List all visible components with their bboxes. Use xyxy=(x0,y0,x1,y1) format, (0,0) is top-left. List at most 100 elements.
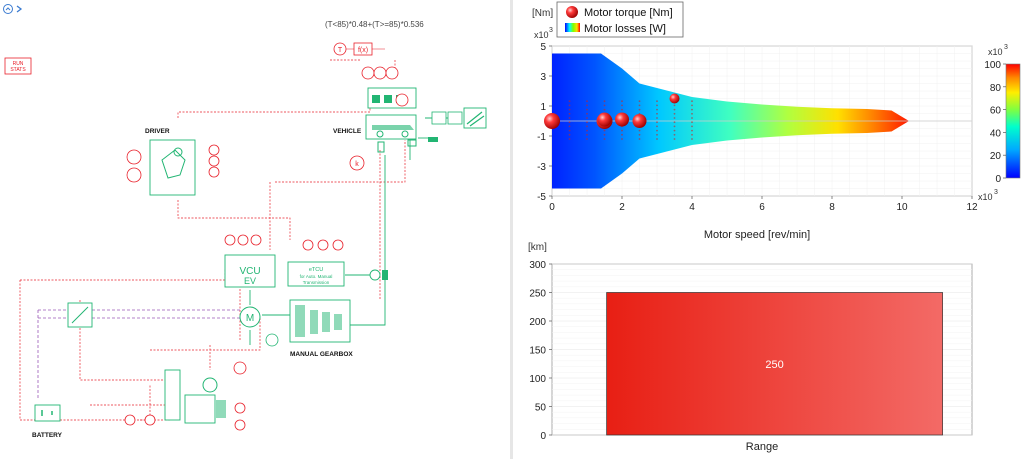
operating-point xyxy=(638,104,641,107)
formula-text: (T<85)*0.48+(T>=85)*0.536 xyxy=(325,20,424,29)
operating-point xyxy=(586,108,588,111)
y-tick-label: 3 xyxy=(540,72,546,83)
electric-motor[interactable]: M xyxy=(239,306,261,328)
range-bar-value: 250 xyxy=(765,359,783,371)
chevron-right-icon[interactable] xyxy=(16,5,23,13)
operating-point xyxy=(603,138,606,140)
operating-point xyxy=(691,100,693,103)
y-tick-label: 1 xyxy=(540,102,546,113)
road-environment-blocks[interactable] xyxy=(431,107,487,129)
operating-point xyxy=(673,121,676,124)
fx-block[interactable]: f(x) T xyxy=(333,42,385,56)
operating-point xyxy=(603,133,606,136)
colorbar-tick-label: 0 xyxy=(995,174,1001,185)
y-tick-label: -5 xyxy=(537,192,546,203)
operating-point xyxy=(586,117,588,119)
y-tick-label: 50 xyxy=(535,403,547,414)
operating-point xyxy=(586,121,588,124)
legend-torque: Motor torque [Nm] xyxy=(584,7,673,19)
torque-point xyxy=(669,93,680,104)
etcu-title: eTCU xyxy=(309,267,323,273)
y-tick-label: -1 xyxy=(537,132,546,143)
operating-point xyxy=(656,129,658,132)
operating-point xyxy=(621,133,623,136)
etcu-inputs[interactable] xyxy=(302,239,344,251)
operating-point xyxy=(673,129,676,132)
torque-point xyxy=(632,114,647,128)
motor-label: M xyxy=(246,313,254,324)
legend-losses: Motor losses [W] xyxy=(584,23,666,35)
colorbar xyxy=(1005,63,1021,179)
losses-legend-swatch xyxy=(565,23,580,32)
operating-point xyxy=(603,129,606,132)
operating-point xyxy=(638,100,641,103)
dc-dc-converter[interactable] xyxy=(67,302,93,328)
operating-point xyxy=(691,138,693,140)
gain-k-label: k xyxy=(355,161,359,168)
top-x-label: Motor speed [rev/min] xyxy=(704,229,810,241)
operating-point xyxy=(656,125,658,128)
x-tick-label: 2 xyxy=(619,202,625,213)
etcu-block[interactable]: eTCU for Auto. Manual Transmission xyxy=(287,261,345,287)
charts-canvas: Motor torque [Nm] Motor losses [W] [Nm] … xyxy=(528,1,1021,453)
operating-point xyxy=(586,112,588,115)
driver-label: DRIVER xyxy=(145,128,170,135)
torque-point xyxy=(544,113,560,129)
operating-point xyxy=(568,104,571,107)
y-tick-label: 100 xyxy=(529,374,546,385)
manual-gearbox[interactable] xyxy=(289,299,351,343)
operating-point xyxy=(656,121,658,124)
top-x-exponent: x10 xyxy=(978,192,993,202)
clutch-actuator[interactable] xyxy=(369,269,388,281)
system-diagram-panel: (T<85)*0.48+(T>=85)*0.536 RUN STATS xyxy=(0,0,510,459)
x-tick-label: 12 xyxy=(966,202,978,213)
thermal-sensors[interactable] xyxy=(124,402,246,431)
thermal-system[interactable] xyxy=(164,369,226,424)
operating-point xyxy=(691,129,693,132)
driver-block[interactable] xyxy=(149,139,196,196)
etcu-subtitle-2: Transmission xyxy=(303,280,330,285)
x-tick-label: 8 xyxy=(829,202,835,213)
operating-point xyxy=(673,117,676,119)
operating-point xyxy=(568,133,571,136)
driver-outputs[interactable] xyxy=(208,144,220,178)
signal-wires xyxy=(19,59,406,421)
torque-legend-marker xyxy=(566,6,578,18)
motor-temp-sensor[interactable] xyxy=(233,361,247,375)
run-stats-button[interactable]: RUN STATS xyxy=(4,57,32,75)
collapse-icon[interactable] xyxy=(3,4,13,14)
operating-point xyxy=(656,133,658,136)
operating-point xyxy=(586,100,588,103)
y-tick-label: 5 xyxy=(540,42,546,53)
vcu-subtitle: EV xyxy=(244,276,256,286)
operating-point xyxy=(673,133,676,136)
operating-point xyxy=(568,108,571,111)
pane-splitter[interactable] xyxy=(510,0,513,459)
operating-point xyxy=(691,112,693,115)
operating-point xyxy=(656,138,658,140)
colorbar-tick-label: 40 xyxy=(990,128,1002,139)
vehicle-sensors[interactable] xyxy=(349,66,409,171)
operating-point xyxy=(621,100,623,103)
range-category-label: Range xyxy=(746,441,778,453)
vcu-inputs[interactable] xyxy=(224,234,262,246)
driver-inputs[interactable] xyxy=(126,149,142,183)
vcu-ev-block[interactable]: VCU EV xyxy=(224,254,276,288)
bottom-y-unit: [km] xyxy=(528,242,547,253)
svg-text:f(x): f(x) xyxy=(358,47,368,54)
colorbar-tick-label: 100 xyxy=(984,60,1001,71)
manual-gearbox-label: MANUAL GEARBOX xyxy=(290,351,353,358)
operating-point xyxy=(673,104,676,107)
operating-point xyxy=(673,125,676,128)
operating-point xyxy=(691,108,693,111)
operating-point xyxy=(568,138,571,140)
battery-block[interactable] xyxy=(34,404,61,422)
operating-point xyxy=(586,125,588,128)
x-tick-label: 4 xyxy=(689,202,695,213)
operating-point xyxy=(603,100,606,103)
etcu-subtitle-1: for Auto. Manual xyxy=(300,274,333,279)
temperature-sensor-label: T xyxy=(338,47,343,54)
gearbox-sensor[interactable] xyxy=(265,333,279,347)
svg-text:3: 3 xyxy=(994,189,998,196)
